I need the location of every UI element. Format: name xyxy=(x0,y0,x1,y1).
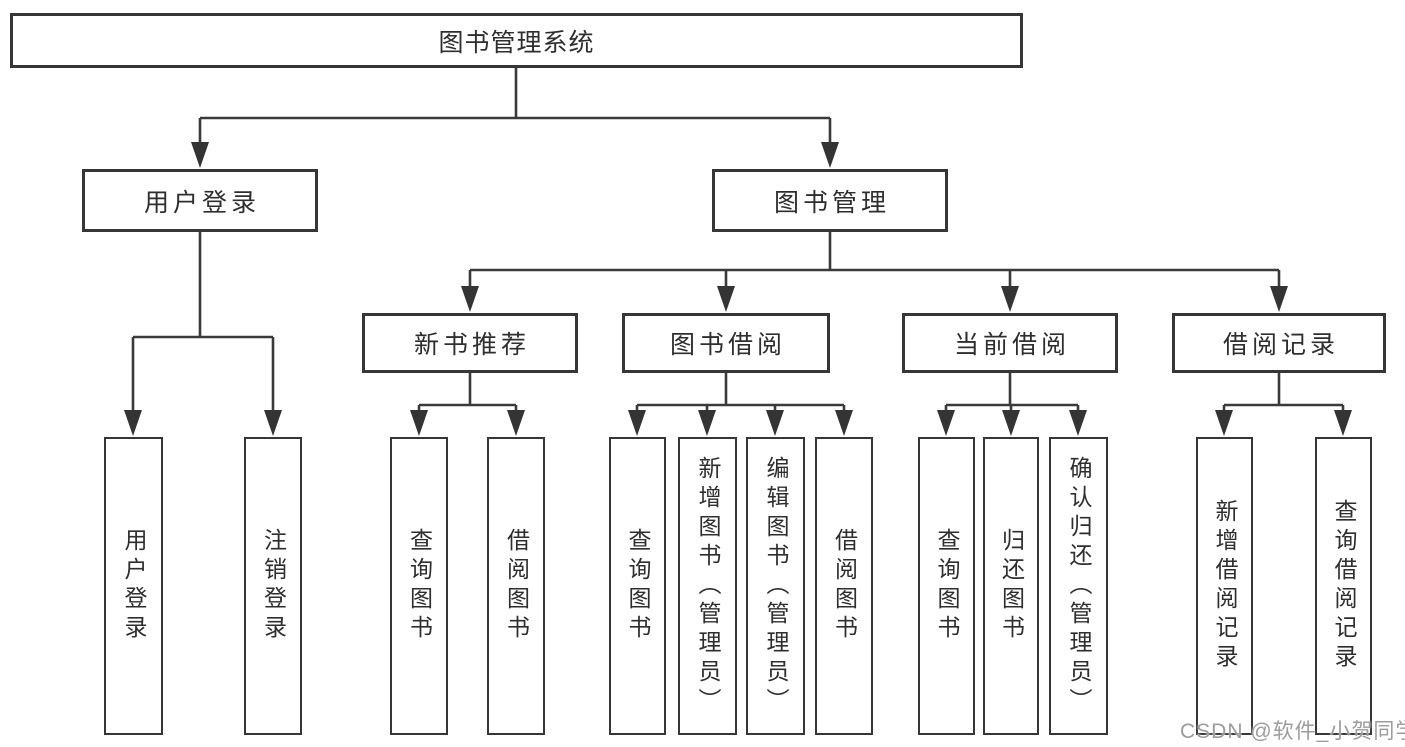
node-book-management-label: 图书管理 xyxy=(773,188,890,217)
node-confirm-return-admin-label: 确认归还（管理员） xyxy=(1066,455,1092,717)
node-root: 图书管理系统 xyxy=(10,13,1023,68)
node-current-borrowing: 当前借阅 xyxy=(902,313,1118,373)
node-edit-book-admin: 编辑图书（管理员） xyxy=(746,437,805,735)
node-query-books-current-label: 查询图书 xyxy=(934,528,960,644)
node-user-login: 用户登录 xyxy=(82,169,318,232)
node-book-borrowing: 图书借阅 xyxy=(622,313,830,373)
node-root-label: 图书管理系统 xyxy=(438,28,595,57)
node-add-borrow-record: 新增借阅记录 xyxy=(1196,437,1253,735)
node-login-label: 用户登录 xyxy=(121,528,147,644)
csdn-watermark: CSDN @软件_小贺同学 xyxy=(1180,720,1405,743)
node-logout: 注销登录 xyxy=(244,437,302,735)
node-query-books-recommend: 查询图书 xyxy=(390,437,448,735)
node-book-borrowing-label: 图书借阅 xyxy=(669,331,786,359)
node-borrow-books: 借阅图书 xyxy=(815,437,873,735)
node-query-books-recommend-label: 查询图书 xyxy=(406,528,433,644)
node-borrowing-records: 借阅记录 xyxy=(1172,313,1386,373)
node-confirm-return-admin: 确认归还（管理员） xyxy=(1049,437,1108,735)
node-add-book-admin: 新增图书（管理员） xyxy=(678,437,737,735)
node-edit-book-admin-label: 编辑图书（管理员） xyxy=(763,455,789,717)
node-user-login-label: 用户登录 xyxy=(143,188,260,217)
node-query-books-current: 查询图书 xyxy=(918,437,975,735)
node-new-book-recommendation-label: 新书推荐 xyxy=(413,331,530,359)
node-query-borrow-record-label: 查询借阅记录 xyxy=(1331,499,1357,673)
node-login: 用户登录 xyxy=(104,437,163,735)
node-return-books-label: 归还图书 xyxy=(998,528,1025,644)
node-add-borrow-record-label: 新增借阅记录 xyxy=(1212,499,1238,673)
node-book-management: 图书管理 xyxy=(712,169,948,232)
node-add-book-admin-label: 新增图书（管理员） xyxy=(695,455,721,717)
node-logout-label: 注销登录 xyxy=(260,528,287,644)
node-query-books-borrowing: 查询图书 xyxy=(609,437,666,735)
node-query-borrow-record: 查询借阅记录 xyxy=(1315,437,1372,735)
node-query-books-borrowing-label: 查询图书 xyxy=(625,528,651,644)
node-borrow-books-recommend: 借阅图书 xyxy=(487,437,545,735)
node-new-book-recommendation: 新书推荐 xyxy=(362,313,578,373)
node-return-books: 归还图书 xyxy=(983,437,1039,735)
node-borrow-books-recommend-label: 借阅图书 xyxy=(503,528,530,644)
node-borrow-books-label: 借阅图书 xyxy=(831,528,858,644)
node-current-borrowing-label: 当前借阅 xyxy=(953,331,1070,359)
node-borrowing-records-label: 借阅记录 xyxy=(1222,331,1339,359)
